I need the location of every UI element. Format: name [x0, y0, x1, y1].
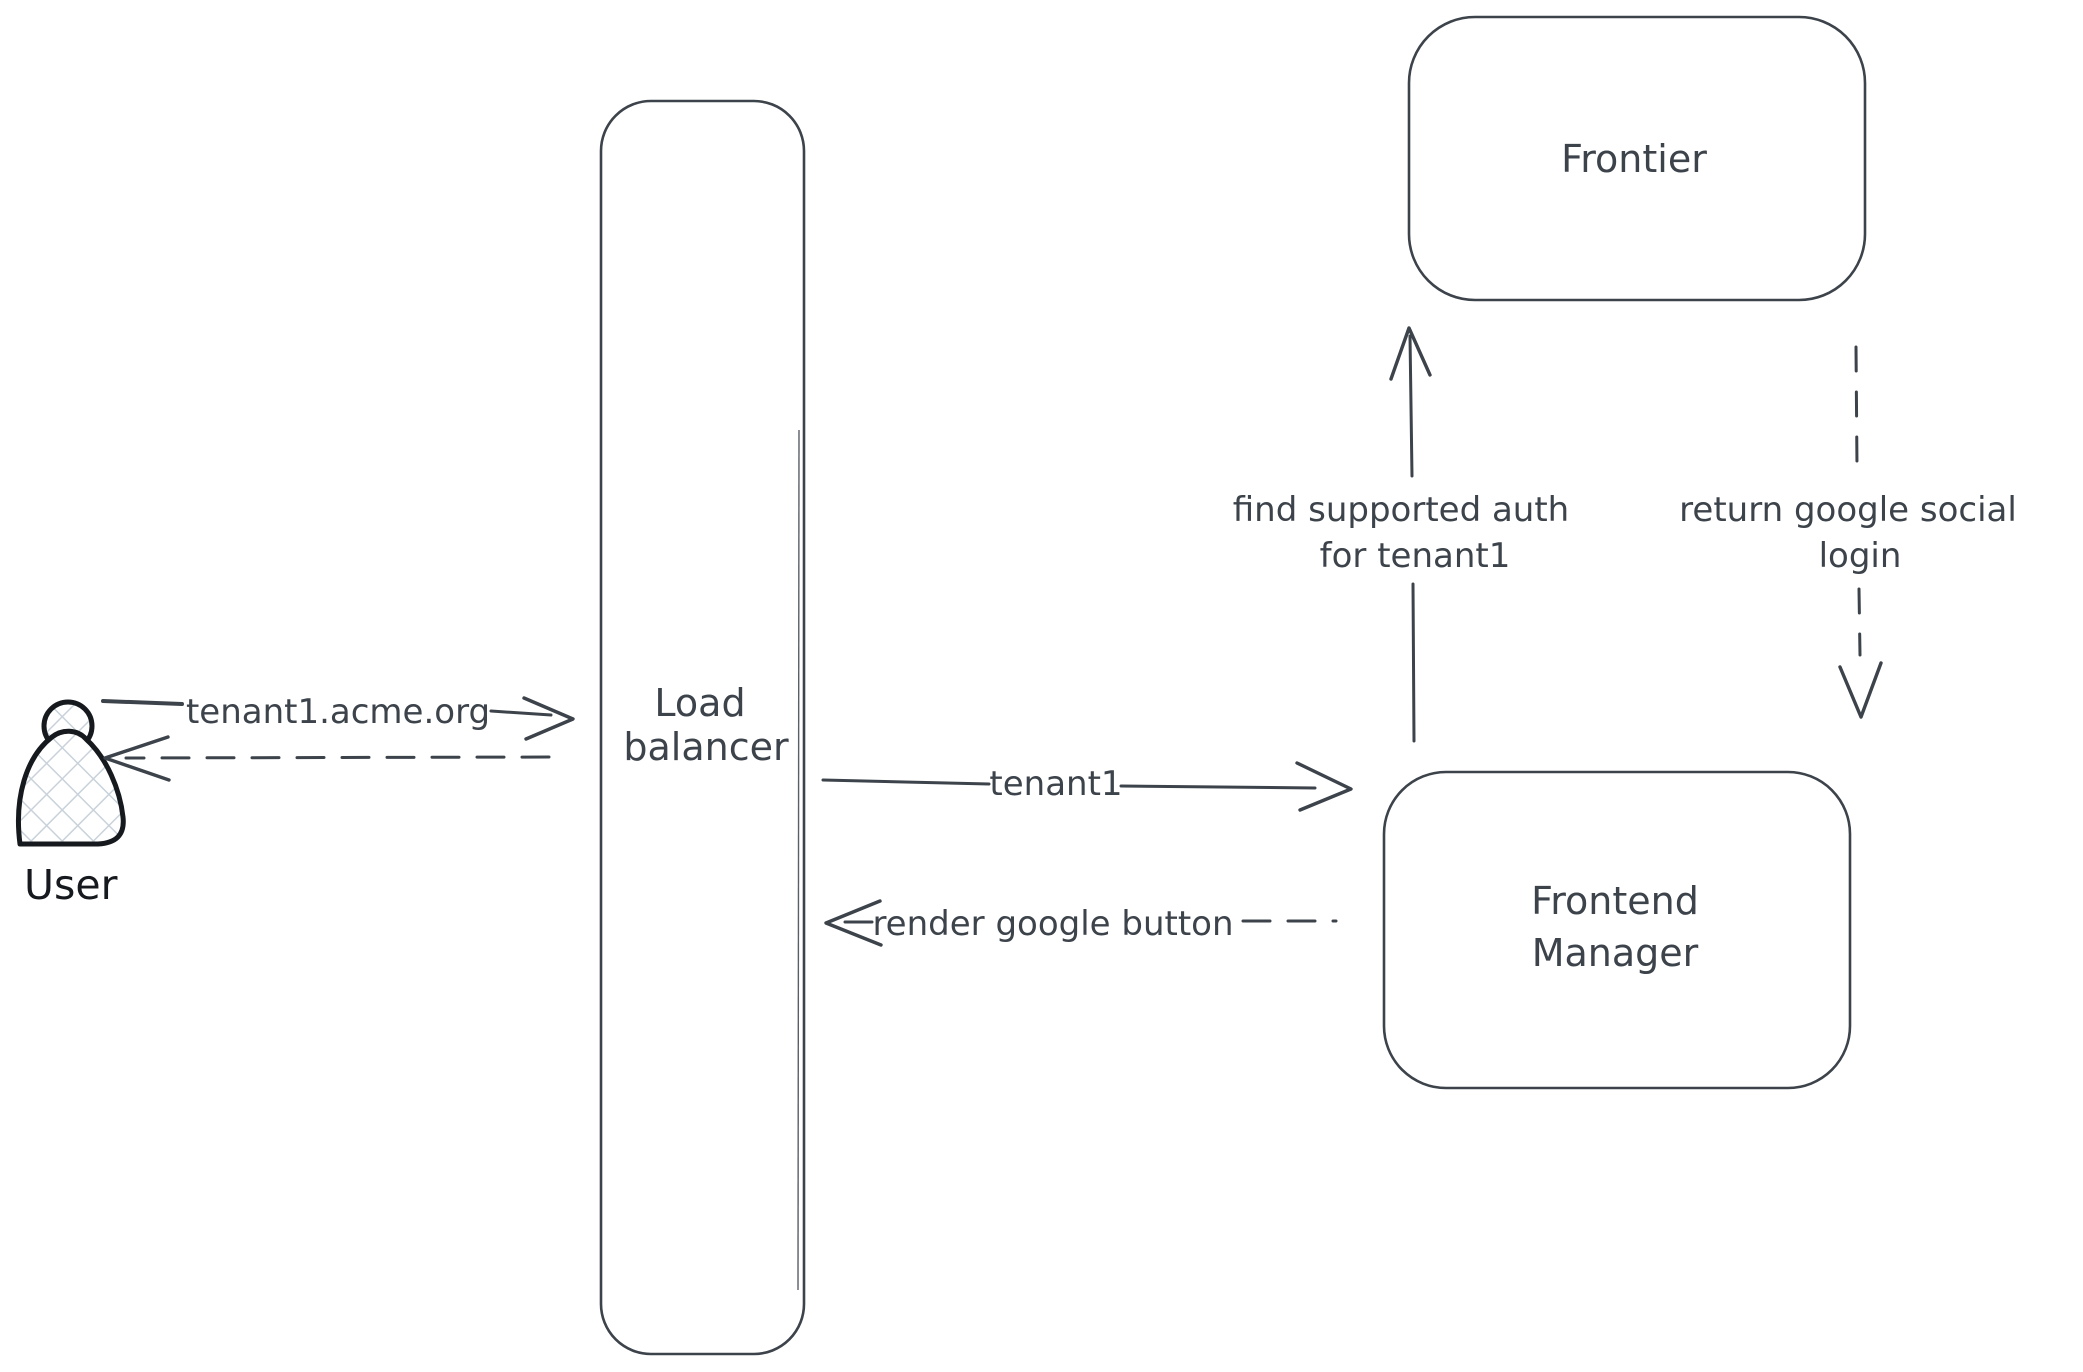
arrow-line	[101, 699, 184, 706]
edge-label-line1: return google social	[1679, 490, 2017, 530]
load-balancer-label-line2: balancer	[623, 725, 789, 769]
person-body	[15, 728, 126, 847]
edge-label-line2: login	[1819, 536, 1902, 576]
load-balancer-label-line1: Load	[654, 681, 745, 725]
edge-label: tenant1	[989, 764, 1122, 804]
frontier-box	[1407, 15, 1867, 302]
person-icon	[15, 699, 126, 847]
edge-load-balancer-to-user	[103, 735, 551, 782]
frontend-manager-label-line1: Frontend	[1531, 879, 1699, 923]
arrow-head	[103, 735, 171, 782]
arrow-line	[1857, 587, 1862, 657]
user-label: User	[24, 861, 118, 909]
edge-label: tenant1.acme.org	[186, 692, 490, 732]
arrow-line	[1119, 784, 1317, 790]
edge-label-line2: for tenant1	[1320, 536, 1511, 576]
arrow-head	[522, 696, 575, 741]
frontend-manager-node: Frontend Manager	[1382, 770, 1852, 1090]
arrow-line	[1408, 334, 1414, 478]
arrow-line	[1411, 582, 1416, 743]
frontend-manager-box	[1382, 770, 1852, 1090]
arrow-head	[1838, 661, 1883, 719]
edge-frontier-to-frontend-manager: return google social login	[1679, 345, 2017, 719]
edge-frontend-manager-to-frontier: find supported auth for tenant1	[1233, 326, 1569, 743]
edge-label: render google button	[872, 904, 1233, 944]
user-actor: User	[15, 699, 126, 909]
arrow-head	[1389, 326, 1432, 381]
arrow-line	[489, 709, 553, 717]
frontier-label: Frontier	[1561, 137, 1707, 181]
arrow-head	[1295, 761, 1353, 812]
edge-label-line1: find supported auth	[1233, 490, 1569, 530]
edge-frontend-manager-to-load-balancer: render google button	[824, 899, 1338, 947]
load-balancer-node: Load balancer	[599, 99, 806, 1356]
load-balancer-box	[599, 99, 806, 1356]
frontier-node: Frontier	[1407, 15, 1867, 302]
edge-load-balancer-to-frontend-manager: tenant1	[821, 761, 1353, 812]
frontend-manager-label-line2: Manager	[1532, 931, 1699, 975]
arrow-line	[124, 755, 551, 760]
arrow-line	[821, 778, 991, 786]
load-balancer-box-sketch-line	[797, 429, 800, 1291]
arrow-head	[824, 899, 883, 947]
edge-user-to-load-balancer: tenant1.acme.org	[101, 692, 575, 741]
arrow-line	[1854, 345, 1859, 469]
